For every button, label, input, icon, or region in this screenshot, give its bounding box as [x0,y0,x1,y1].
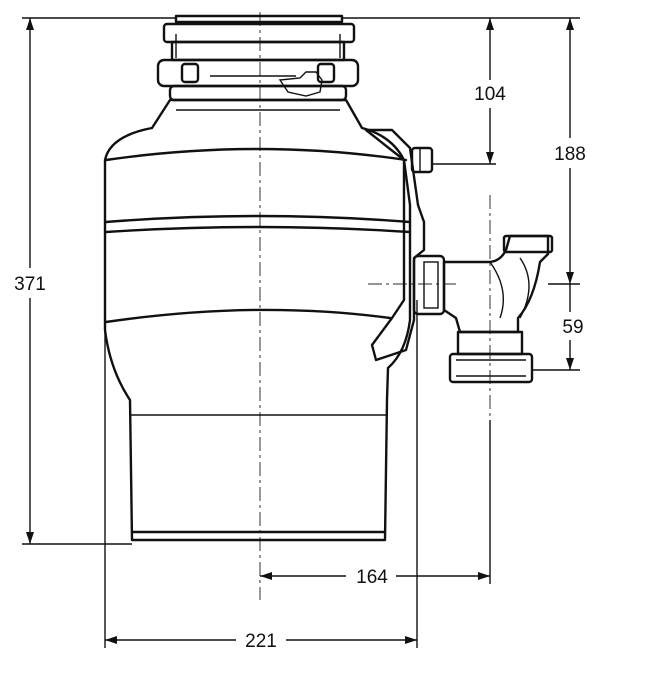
mount-collar [168,84,348,102]
lower-band [104,308,392,324]
elbow-top-cap [502,234,554,254]
mounting-ring [170,40,346,62]
mid-band-bottom [104,225,412,234]
slip-nut [448,352,534,384]
dim-label-104: 104 [474,84,506,105]
inlet-nipple [410,146,434,174]
sink-flange-top [174,14,344,24]
elbow-bend-inner [519,257,530,319]
mounting-flange-assembly [156,14,360,111]
locking-ring-tab-left [180,62,200,84]
mid-band-top [104,214,412,224]
dim-label-188: 188 [554,144,586,165]
discharge-outlet [412,234,554,384]
dim-label-59: 59 [562,317,583,338]
dimension-lines [22,17,580,648]
upper-shoulder-band [104,147,408,162]
outlet-flange [412,254,446,316]
elbow-body [442,234,550,334]
dim-label-371: 371 [14,274,46,295]
sink-flange-rim [162,22,356,44]
disposer-body [103,98,412,542]
dim-label-164: 164 [356,567,388,588]
mounting-lug [278,71,323,97]
dimension-labels: 371 104 188 59 164 221 [14,84,586,652]
dim-label-221: 221 [245,631,277,652]
inlet-bracket [364,128,426,362]
dishwasher-inlet [364,128,434,362]
outlet-flange-inner [423,261,439,309]
locking-ring-tab-right [316,62,336,84]
elbow-bend [489,261,504,319]
body-outline [103,98,412,542]
